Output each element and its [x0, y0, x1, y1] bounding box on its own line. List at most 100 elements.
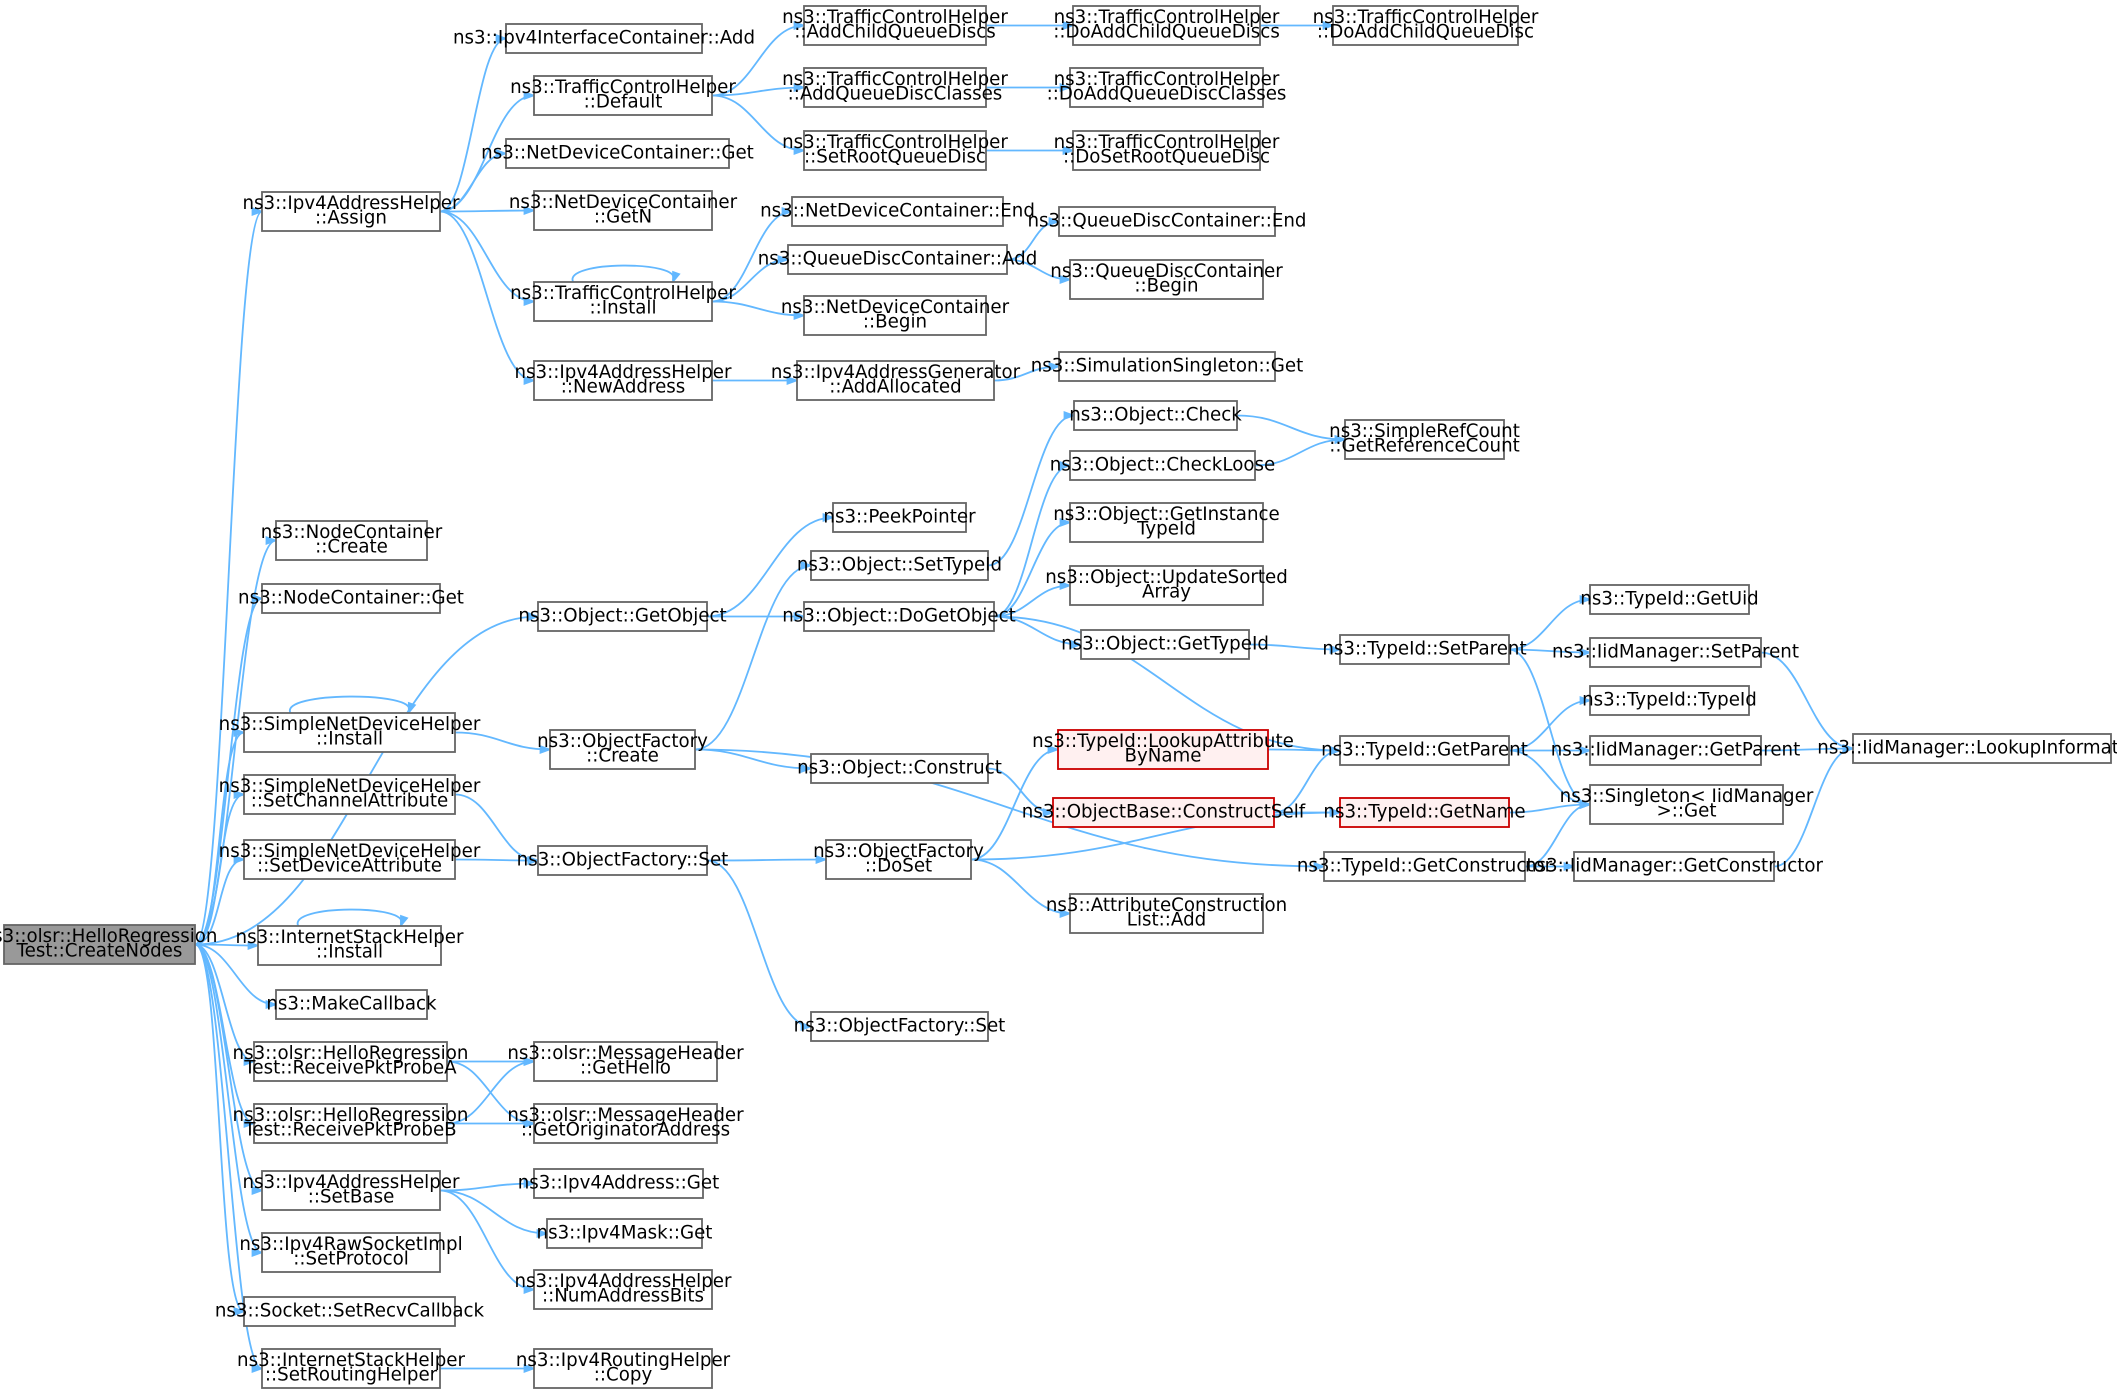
graph-node[interactable]: ns3::TrafficControlHelper::Default [510, 75, 736, 116]
graph-node[interactable]: ns3::NodeContainer::Create [261, 520, 443, 561]
graph-node-label: ::AddAllocated [829, 377, 961, 398]
graph-edge [1508, 648, 1591, 806]
graph-edge [1760, 651, 1854, 750]
graph-node[interactable]: ns3::Ipv4Address::Get [518, 1168, 720, 1199]
edge-arrowhead [495, 34, 508, 43]
graph-node[interactable]: ns3::Ipv4InterfaceContainer::Add [453, 23, 755, 54]
graph-edge [1236, 414, 1346, 441]
graph-node-label: Array [1142, 582, 1191, 603]
graph-node-label: ::DoSet [865, 856, 932, 877]
graph-node[interactable]: ns3::ObjectBase::ConstructSelf [1022, 797, 1306, 828]
graph-node[interactable]: ns3::Ipv4AddressGenerator::AddAllocated [771, 360, 1021, 401]
graph-node-box [1069, 893, 1264, 934]
graph-node[interactable]: ns3::TrafficControlHelper::DoAddQueueDis… [1047, 67, 1287, 108]
graph-node[interactable]: ns3::IidManager::LookupInformation [1817, 733, 2117, 764]
graph-node[interactable]: ns3::TypeId::SetParent [1322, 634, 1527, 665]
graph-node[interactable]: ns3::InternetStackHelper::Install [236, 925, 464, 966]
graph-node-label: ByName [1124, 746, 1201, 767]
graph-node[interactable]: ns3::IidManager::GetConstructor [1525, 851, 1824, 882]
graph-node[interactable]: ns3::olsr::MessageHeader::GetOriginatorA… [507, 1103, 744, 1144]
graph-node[interactable]: ns3::Object::Construct [797, 753, 1002, 784]
graph-node-box [533, 1103, 718, 1144]
graph-node-label: List::Add [1127, 910, 1206, 931]
graph-node[interactable]: ns3::SimpleNetDeviceHelper::SetDeviceAtt… [219, 839, 481, 880]
graph-node-label: ns3::SimpleRefCount [1329, 421, 1520, 442]
graph-node[interactable]: ns3::InternetStackHelper::SetRoutingHelp… [237, 1348, 465, 1389]
graph-node[interactable]: ns3::olsr::MessageHeader::GetHello [507, 1041, 744, 1082]
graph-node[interactable]: ns3::TypeId::GetParent [1321, 735, 1528, 766]
graph-node[interactable]: ns3::ObjectFactory::Set [794, 1011, 1006, 1042]
graph-node[interactable]: ns3::Singleton< IidManager >::Get [1560, 784, 1814, 825]
graph-node-label: ns3::TrafficControlHelper [1054, 69, 1280, 90]
graph-node[interactable]: ns3::Ipv4RawSocketImpl::SetProtocol [239, 1232, 463, 1273]
graph-node[interactable]: ns3::TypeId::TypeId [1582, 685, 1757, 716]
graph-node[interactable]: ns3::SimpleNetDeviceHelper::Install [219, 712, 481, 753]
graph-node[interactable]: ns3::ObjectFactory::Create [537, 729, 708, 770]
graph-node-label: ns3::TrafficControlHelper [782, 7, 1008, 28]
graph-node-box [1072, 130, 1261, 171]
graph-node[interactable]: ns3::QueueDiscContainer::End [1028, 206, 1307, 237]
edge-arrowhead [800, 764, 813, 773]
graph-node[interactable]: ns3::olsr::HelloRegressionTest::ReceiveP… [233, 1041, 469, 1082]
graph-node[interactable]: ns3::IidManager::SetParent [1552, 637, 1799, 668]
edge-arrowhead [523, 376, 536, 385]
graph-node[interactable]: ns3::SimpleRefCount::GetReferenceCount [1329, 419, 1520, 460]
graph-node-label: ns3::TypeId::SetParent [1322, 638, 1526, 659]
graph-node[interactable]: ns3::Ipv4AddressHelper::Assign [242, 191, 460, 232]
graph-edge [194, 943, 255, 1125]
graph-node[interactable]: ns3::NetDeviceContainer::End [760, 196, 1035, 227]
graph-node[interactable]: ns3::Ipv4RoutingHelper::Copy [516, 1348, 731, 1389]
graph-node[interactable]: ns3::Object::GetTypeId [1061, 629, 1269, 660]
graph-node[interactable]: ns3::Object::CheckLoose [1050, 450, 1275, 481]
edge-arrowhead [1329, 645, 1342, 654]
graph-node[interactable]: ns3::TrafficControlHelper::DoAddChildQue… [1053, 5, 1280, 46]
graph-node[interactable]: ns3::TrafficControlHelper::AddQueueDiscC… [782, 67, 1008, 108]
graph-node[interactable]: ns3::olsr::HelloRegressionTest::ReceiveP… [233, 1103, 469, 1144]
graph-edge [194, 731, 245, 946]
graph-node[interactable]: ns3::Object::SetTypeId [797, 550, 1002, 581]
graph-node[interactable]: ns3::Object::Check [1069, 400, 1242, 431]
graph-node[interactable]: ns3::Object::DoGetObject [782, 601, 1016, 632]
graph-node[interactable]: ns3::QueueDiscContainer::Add [758, 244, 1038, 275]
graph-node[interactable]: ns3::Ipv4Mask::Get [537, 1218, 713, 1249]
graph-node[interactable]: ns3::NetDeviceContainer::Begin [781, 295, 1010, 336]
edge-arrowhead [815, 855, 828, 864]
graph-node[interactable]: ns3::Ipv4AddressHelper::NewAddress [514, 360, 732, 401]
graph-node[interactable]: ns3::Ipv4AddressHelper::SetBase [242, 1170, 460, 1211]
graph-node[interactable]: ns3::TypeId::GetUid [1580, 584, 1759, 615]
graph-node[interactable]: ns3::IidManager::GetParent [1551, 735, 1801, 766]
graph-node[interactable]: ns3::QueueDiscContainer::Begin [1050, 259, 1283, 300]
graph-node[interactable]: ns3::TrafficControlHelper::SetRootQueueD… [782, 130, 1008, 171]
graph-node[interactable]: ns3::Ipv4AddressHelper::NumAddressBits [514, 1269, 732, 1310]
graph-node[interactable]: ns3::TypeId::GetName [1323, 797, 1526, 828]
graph-node-label: ::Copy [594, 1365, 653, 1386]
graph-node-box [533, 190, 713, 231]
graph-node[interactable]: ns3::NetDeviceContainer::GetN [509, 190, 738, 231]
graph-node-label: ::AddQueueDiscClasses [788, 84, 1003, 105]
graph-node[interactable]: ns3::Socket::SetRecvCallback [215, 1296, 485, 1327]
graph-node-label: ::Create [315, 537, 388, 558]
graph-node[interactable]: ns3::Object::GetObject [518, 601, 727, 632]
graph-node[interactable]: ns3::olsr::HelloRegressionTest::CreateNo… [0, 924, 217, 965]
graph-node[interactable]: ns3::TrafficControlHelper::Install [510, 281, 736, 322]
graph-node-box [1589, 637, 1762, 668]
edge-arrowhead [1563, 862, 1576, 871]
graph-node[interactable]: ns3::TypeId::GetConstructor [1297, 851, 1553, 882]
graph-node[interactable]: ns3::NodeContainer::Get [238, 583, 464, 614]
graph-node[interactable]: ns3::TrafficControlHelper::DoAddChildQue… [1313, 5, 1539, 46]
graph-node[interactable]: ns3::SimulationSingleton::Get [1031, 351, 1304, 382]
graph-node[interactable]: ns3::TrafficControlHelper::DoSetRootQueu… [1054, 130, 1280, 171]
graph-node[interactable]: ns3::ObjectFactory::Set [517, 845, 729, 876]
graph-node[interactable]: ns3::TrafficControlHelper::AddChildQueue… [782, 5, 1008, 46]
graph-node[interactable]: ns3::SimpleNetDeviceHelper::SetChannelAt… [219, 774, 481, 815]
graph-node[interactable]: ns3::ObjectFactory::DoSet [813, 839, 984, 880]
graph-node[interactable]: ns3::MakeCallback [266, 989, 437, 1020]
graph-node[interactable]: ns3::NetDeviceContainer::Get [481, 138, 754, 169]
graph-node[interactable]: ns3::PeekPointer [823, 502, 976, 533]
graph-node-box [1589, 584, 1750, 615]
